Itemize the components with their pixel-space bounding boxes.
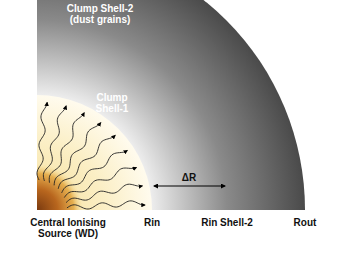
ionised-region	[37, 95, 152, 210]
radius-label: Rin Shell-2	[187, 217, 267, 228]
radius-label: Rin	[132, 217, 172, 228]
photon-arrow	[49, 113, 84, 183]
radius-label: Rout	[285, 217, 325, 228]
clump-shell-2	[37, 0, 305, 210]
photon-arrow	[37, 102, 47, 180]
dimension-label: ΔR	[174, 172, 204, 183]
photon-arrow	[43, 106, 66, 181]
shell-label: Clump Shell-2 (dust grains)	[55, 3, 145, 25]
photon-arrow	[64, 168, 136, 198]
clump-shell-1	[37, 20, 227, 210]
ionising-source	[37, 164, 83, 210]
photon-arrow	[58, 135, 115, 188]
source-label: Central Ionising Source (WD)	[25, 217, 111, 239]
photon-arrow	[66, 184, 142, 202]
photon-arrow	[67, 201, 145, 209]
delta-r-arrow	[154, 186, 225, 187]
shell-label: Clump Shell-1	[87, 92, 137, 114]
